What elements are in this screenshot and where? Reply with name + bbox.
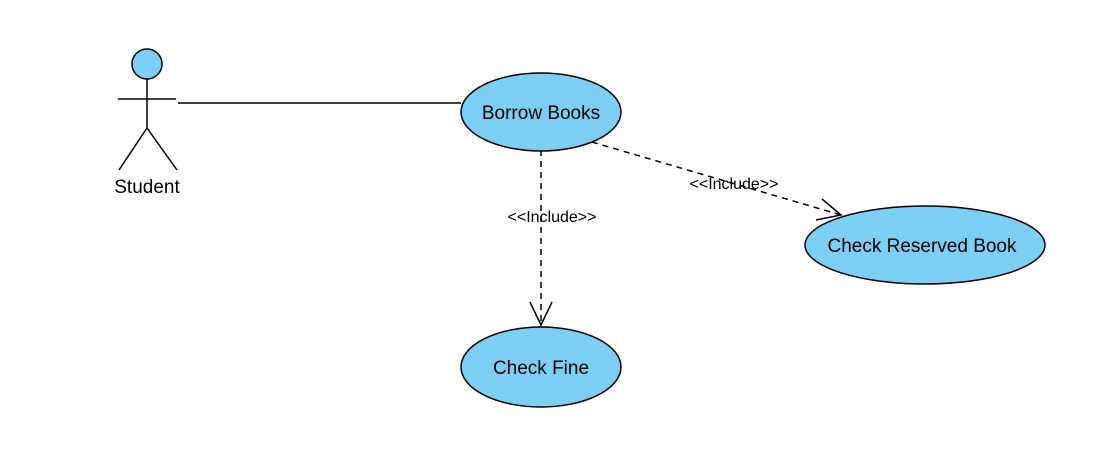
include-borrow-to-reserved[interactable] [591, 141, 843, 221]
usecase-borrow-books-label: Borrow Books [482, 103, 600, 124]
actor-name-label: Student [114, 177, 180, 198]
usecase-borrow-books[interactable]: Borrow Books [460, 72, 622, 152]
usecase-check-fine[interactable]: Check Fine [460, 326, 622, 408]
usecase-borrow-books-shape [460, 72, 622, 152]
actor-right-leg [146, 127, 178, 171]
usecase-check-reserved-book-label: Check Reserved Book [827, 236, 1017, 257]
usecase-check-reserved-book-shape [804, 205, 1046, 285]
actor-head [131, 48, 163, 80]
include-label-reserved: <<Include>> [690, 176, 779, 193]
include-borrow-to-fine[interactable] [529, 150, 553, 327]
actor-student[interactable]: Student [114, 48, 180, 198]
include-arrowhead-reserved [815, 198, 843, 221]
include-label-fine: <<Include>> [508, 209, 597, 226]
actor-left-leg [118, 127, 148, 171]
include-arrowhead-fine [529, 301, 553, 327]
usecase-check-fine-label: Check Fine [493, 358, 589, 379]
usecase-check-fine-shape [460, 326, 622, 408]
usecase-check-reserved-book[interactable]: Check Reserved Book [804, 205, 1046, 285]
